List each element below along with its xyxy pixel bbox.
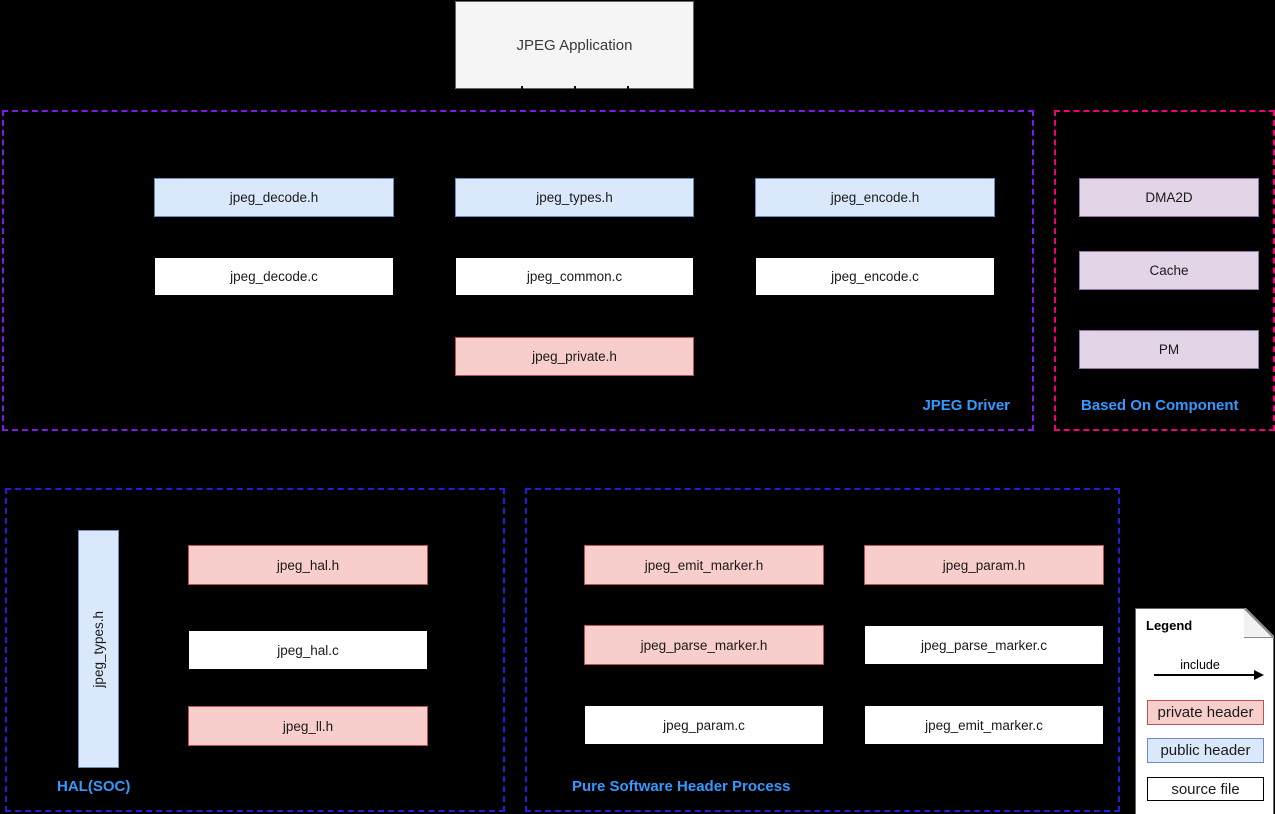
node-jpeg-decode-c: jpeg_decode.c xyxy=(154,257,394,296)
node-pm: PM xyxy=(1079,330,1259,369)
arrow-head-icon xyxy=(1254,670,1264,680)
group-jpeg-driver: JPEG Driver xyxy=(2,110,1034,431)
node-jpeg-private-h: jpeg_private.h xyxy=(455,337,694,376)
include-arrow-icon xyxy=(1154,670,1264,680)
legend-item-label: public header xyxy=(1160,742,1251,759)
node-jpeg-ll-h: jpeg_ll.h xyxy=(188,706,428,746)
legend-item-public-header: public header xyxy=(1147,738,1264,763)
node-dma2d: DMA2D xyxy=(1079,178,1259,217)
node-cache: Cache xyxy=(1079,251,1259,290)
node-label: jpeg_emit_marker.c xyxy=(925,717,1043,733)
connector-stub xyxy=(521,86,523,90)
node-label: jpeg_common.c xyxy=(526,269,623,284)
node-label: PM xyxy=(1158,342,1180,357)
node-jpeg-encode-h: jpeg_encode.h xyxy=(755,178,995,217)
node-label: jpeg_decode.h xyxy=(229,190,319,205)
group-label-hal-soc: HAL(SOC) xyxy=(57,778,131,795)
node-jpeg-emit-marker-c: jpeg_emit_marker.c xyxy=(864,705,1104,745)
group-hal-soc: HAL(SOC) xyxy=(5,488,505,812)
node-label: jpeg_encode.h xyxy=(830,190,920,205)
legend: Legend include private header public hea… xyxy=(1135,608,1274,814)
node-label: jpeg_encode.c xyxy=(831,269,919,284)
node-label: jpeg_types.h xyxy=(536,190,613,205)
node-label: jpeg_param.h xyxy=(942,557,1026,573)
legend-title: Legend xyxy=(1146,618,1193,633)
node-jpeg-hal-c: jpeg_hal.c xyxy=(188,630,428,670)
node-label: jpeg_types.h xyxy=(91,610,106,688)
group-label-jpeg-driver: JPEG Driver xyxy=(922,397,1010,414)
node-jpeg-parse-marker-h: jpeg_parse_marker.h xyxy=(584,625,824,665)
connector-stub xyxy=(574,86,576,90)
node-jpeg-emit-marker-h: jpeg_emit_marker.h xyxy=(584,545,824,585)
group-label-based-on-component: Based On Component xyxy=(1081,397,1239,414)
node-label: jpeg_private.h xyxy=(532,349,617,364)
node-jpeg-decode-h: jpeg_decode.h xyxy=(154,178,394,217)
node-label: jpeg_ll.h xyxy=(282,718,334,734)
node-jpeg-application: JPEG Application xyxy=(455,1,694,90)
legend-include-label: include xyxy=(1180,658,1220,672)
node-jpeg-param-c: jpeg_param.c xyxy=(584,705,824,745)
group-pure-software: Pure Software Header Process xyxy=(525,488,1120,812)
node-jpeg-parse-marker-c: jpeg_parse_marker.c xyxy=(864,625,1104,665)
legend-item-private-header: private header xyxy=(1147,700,1264,725)
group-based-on-component: Based On Component xyxy=(1054,110,1275,431)
node-label: Cache xyxy=(1149,263,1189,278)
node-jpeg-types-h-vertical: jpeg_types.h xyxy=(78,530,119,768)
node-label: jpeg_decode.c xyxy=(230,269,318,284)
node-label: jpeg_param.c xyxy=(663,717,745,733)
node-jpeg-param-h: jpeg_param.h xyxy=(864,545,1104,585)
node-label: jpeg_parse_marker.c xyxy=(920,637,1048,653)
node-label: DMA2D xyxy=(1145,190,1193,205)
node-label: jpeg_hal.h xyxy=(276,557,340,573)
legend-item-source-file: source file xyxy=(1147,777,1264,801)
node-label: jpeg_emit_marker.h xyxy=(644,557,764,573)
node-jpeg-common-c: jpeg_common.c xyxy=(455,257,694,296)
node-jpeg-types-h: jpeg_types.h xyxy=(455,178,694,217)
node-label: jpeg_parse_marker.h xyxy=(640,637,768,653)
connector-stub xyxy=(627,86,629,90)
group-label-pure-software: Pure Software Header Process xyxy=(572,778,791,795)
node-label: jpeg_hal.c xyxy=(277,642,339,658)
node-label: JPEG Application xyxy=(516,36,633,54)
folded-corner-icon xyxy=(1244,608,1274,638)
legend-item-label: source file xyxy=(1171,780,1240,798)
node-jpeg-encode-c: jpeg_encode.c xyxy=(755,257,995,296)
legend-item-label: private header xyxy=(1157,704,1254,721)
node-jpeg-hal-h: jpeg_hal.h xyxy=(188,545,428,585)
